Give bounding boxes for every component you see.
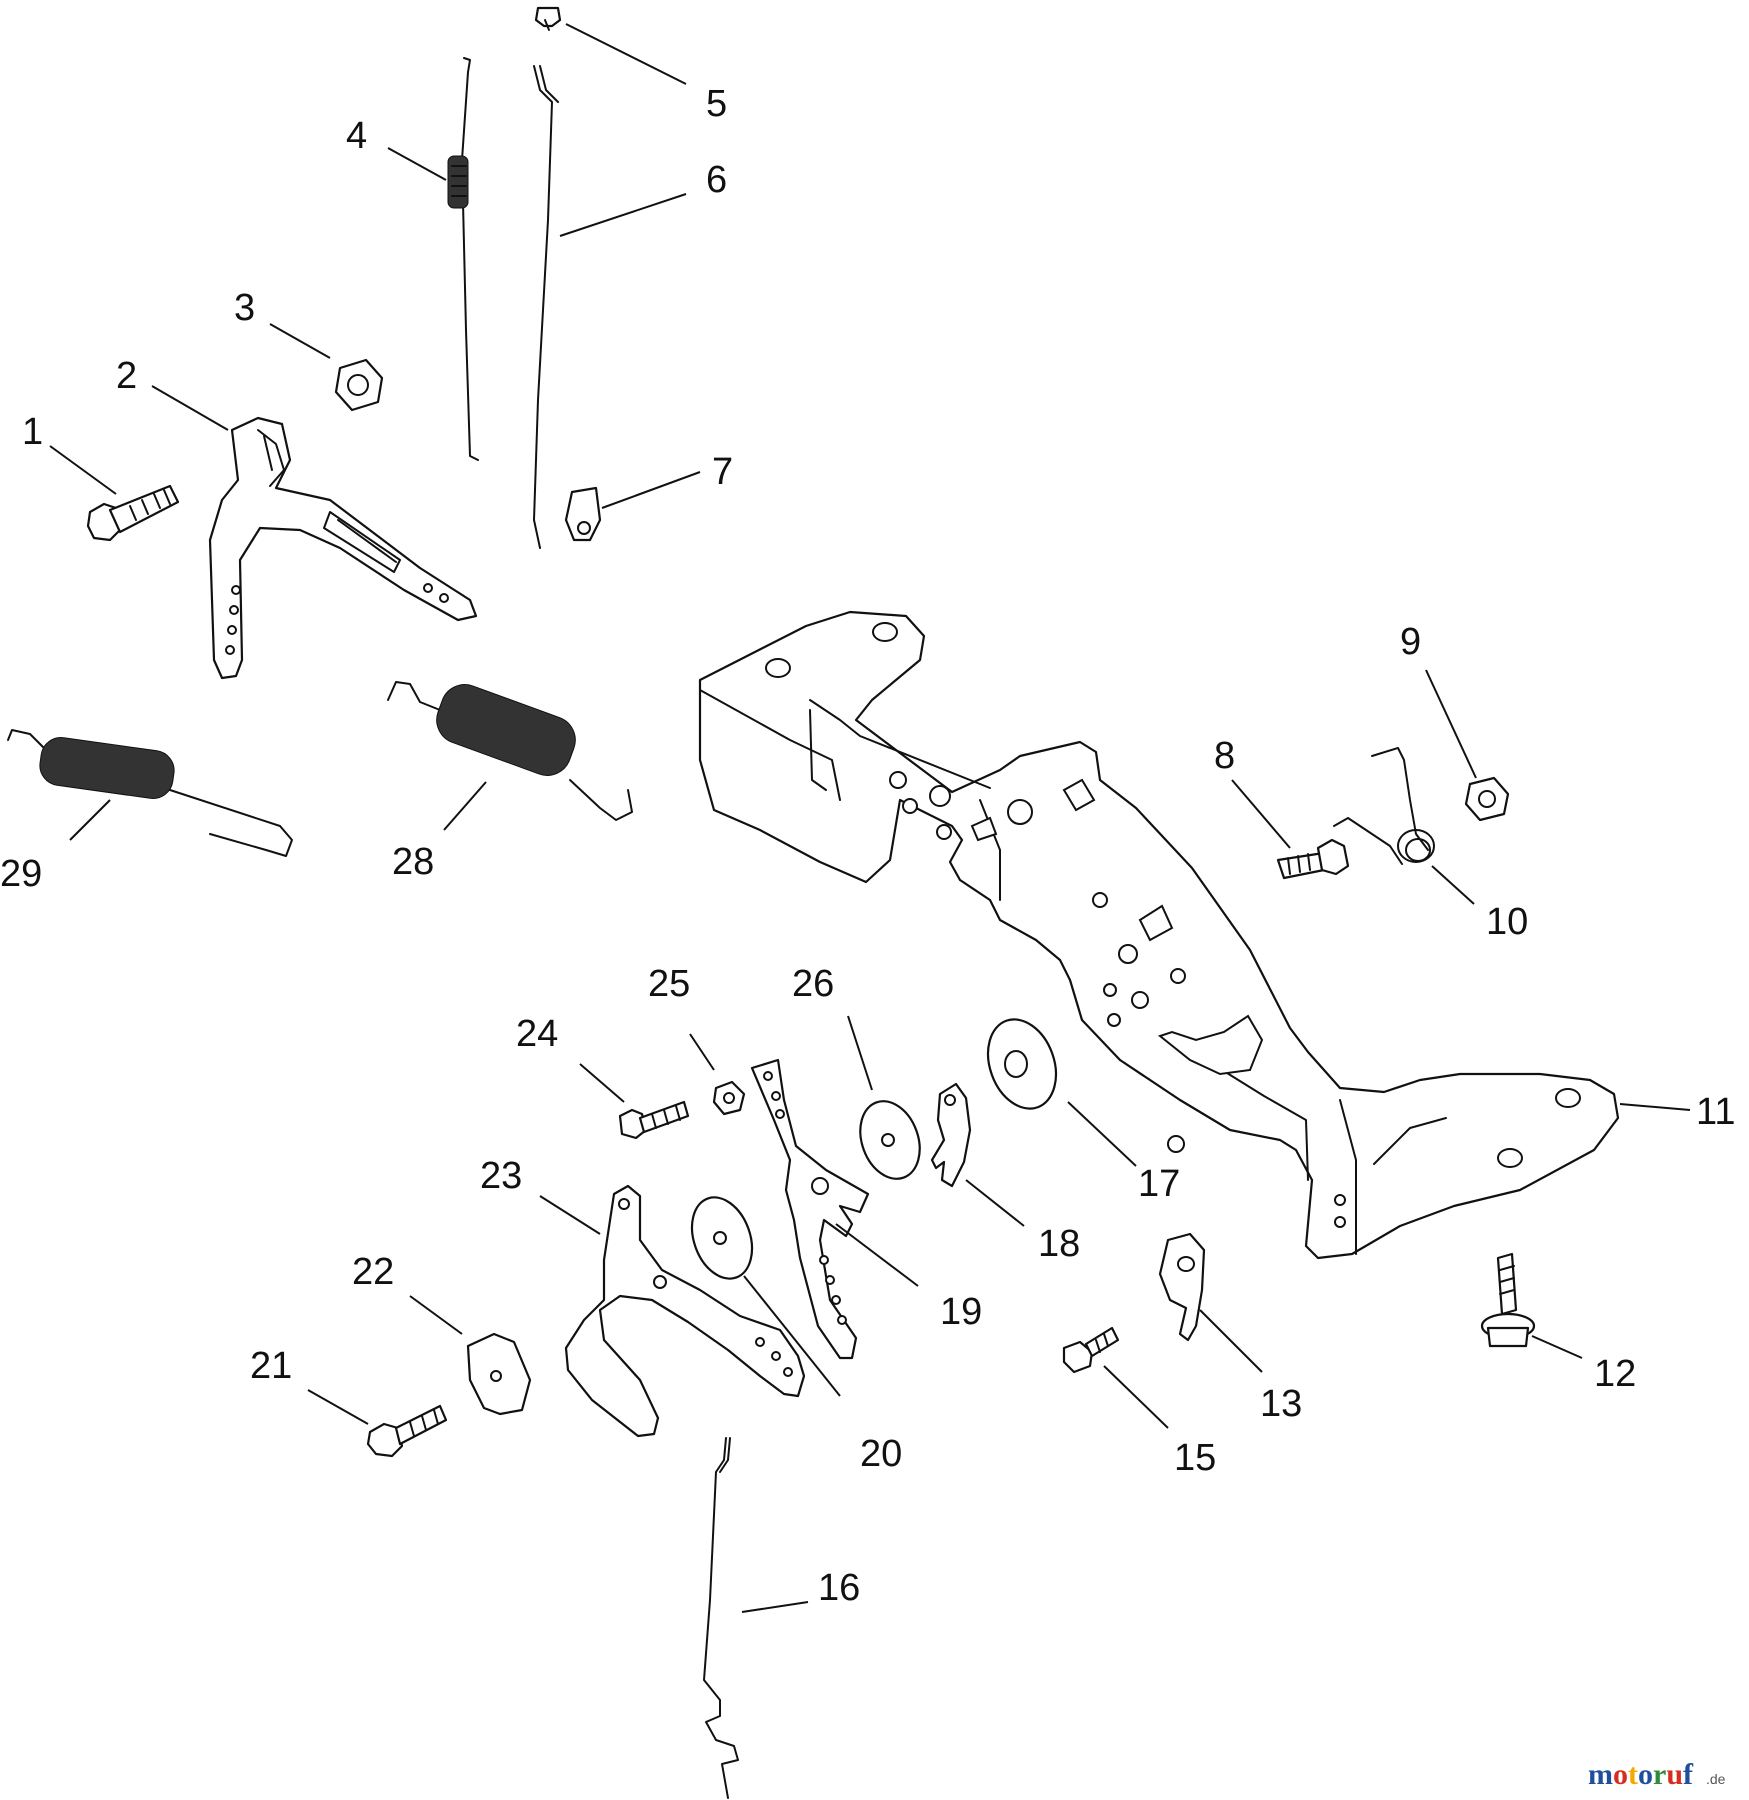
part-10-torsion-spring	[1333, 747, 1435, 865]
part-12-flange-bolt	[1480, 1252, 1536, 1348]
callout-26: 26	[792, 963, 834, 1005]
callout-8: 8	[1214, 735, 1235, 777]
part-21-bolt	[366, 1404, 448, 1458]
part-5-clip	[534, 6, 562, 31]
callout-2: 2	[116, 355, 137, 397]
callout-28: 28	[392, 841, 434, 883]
callout-29: 29	[0, 853, 42, 895]
part-28-spring	[387, 681, 633, 821]
callout-23: 23	[480, 1155, 522, 1197]
part-2-control-lever	[208, 416, 478, 680]
callout-24: 24	[516, 1013, 558, 1055]
part-13-clamp	[1158, 1232, 1206, 1342]
watermark-logo: motoruf .de	[1588, 1758, 1726, 1791]
part-15-screw	[1062, 1326, 1120, 1374]
part-23-governor-lever	[564, 1184, 806, 1438]
part-6-rod	[533, 65, 559, 549]
callout-18: 18	[1038, 1223, 1080, 1265]
callout-19: 19	[940, 1291, 982, 1333]
part-26-washer	[859, 1100, 921, 1180]
callout-9: 9	[1400, 621, 1421, 663]
callout-20: 20	[860, 1433, 902, 1475]
part-4-spring-rod	[447, 57, 479, 461]
callout-11: 11	[1696, 1091, 1735, 1133]
callout-1: 1	[22, 411, 43, 453]
part-22-spacer	[466, 1332, 532, 1416]
part-3-hex-nut	[334, 358, 384, 412]
part-20-washer	[690, 1196, 754, 1280]
part-25-nut	[712, 1080, 746, 1116]
part-17-washer	[986, 1018, 1058, 1110]
callout-6: 6	[706, 159, 727, 201]
callout-7: 7	[712, 451, 733, 493]
part-9-hex-nut	[1464, 776, 1510, 822]
part-11-main-bracket	[698, 610, 1620, 1260]
callout-labels: 1 2 3 4 5 6 7 8 9 10 11 12 13 15 16 17 1…	[0, 83, 1735, 1609]
callout-12: 12	[1594, 1353, 1636, 1395]
callout-4: 4	[346, 115, 367, 157]
part-29-spring	[7, 729, 293, 857]
part-24-screw	[618, 1100, 690, 1140]
part-19-throttle-lever	[750, 1058, 870, 1360]
leader-lines	[49, 23, 1691, 1613]
callout-13: 13	[1260, 1383, 1302, 1425]
callout-10: 10	[1486, 901, 1528, 943]
callout-5: 5	[706, 83, 727, 125]
part-7-rod-clip	[564, 486, 602, 542]
callout-25: 25	[648, 963, 690, 1005]
callout-21: 21	[250, 1345, 292, 1387]
part-1-shoulder-bolt	[86, 484, 180, 542]
part-18-small-lever	[930, 1082, 972, 1188]
callout-15: 15	[1174, 1437, 1216, 1479]
callout-3: 3	[234, 287, 255, 329]
callout-22: 22	[352, 1251, 394, 1293]
callout-17: 17	[1138, 1163, 1180, 1205]
callout-16: 16	[818, 1567, 860, 1609]
part-16-linkage-rod	[703, 1437, 739, 1799]
svg-text:.de: .de	[1706, 1771, 1726, 1787]
svg-text:motoruf: motoruf	[1588, 1758, 1694, 1791]
part-8-bolt	[1276, 838, 1350, 880]
